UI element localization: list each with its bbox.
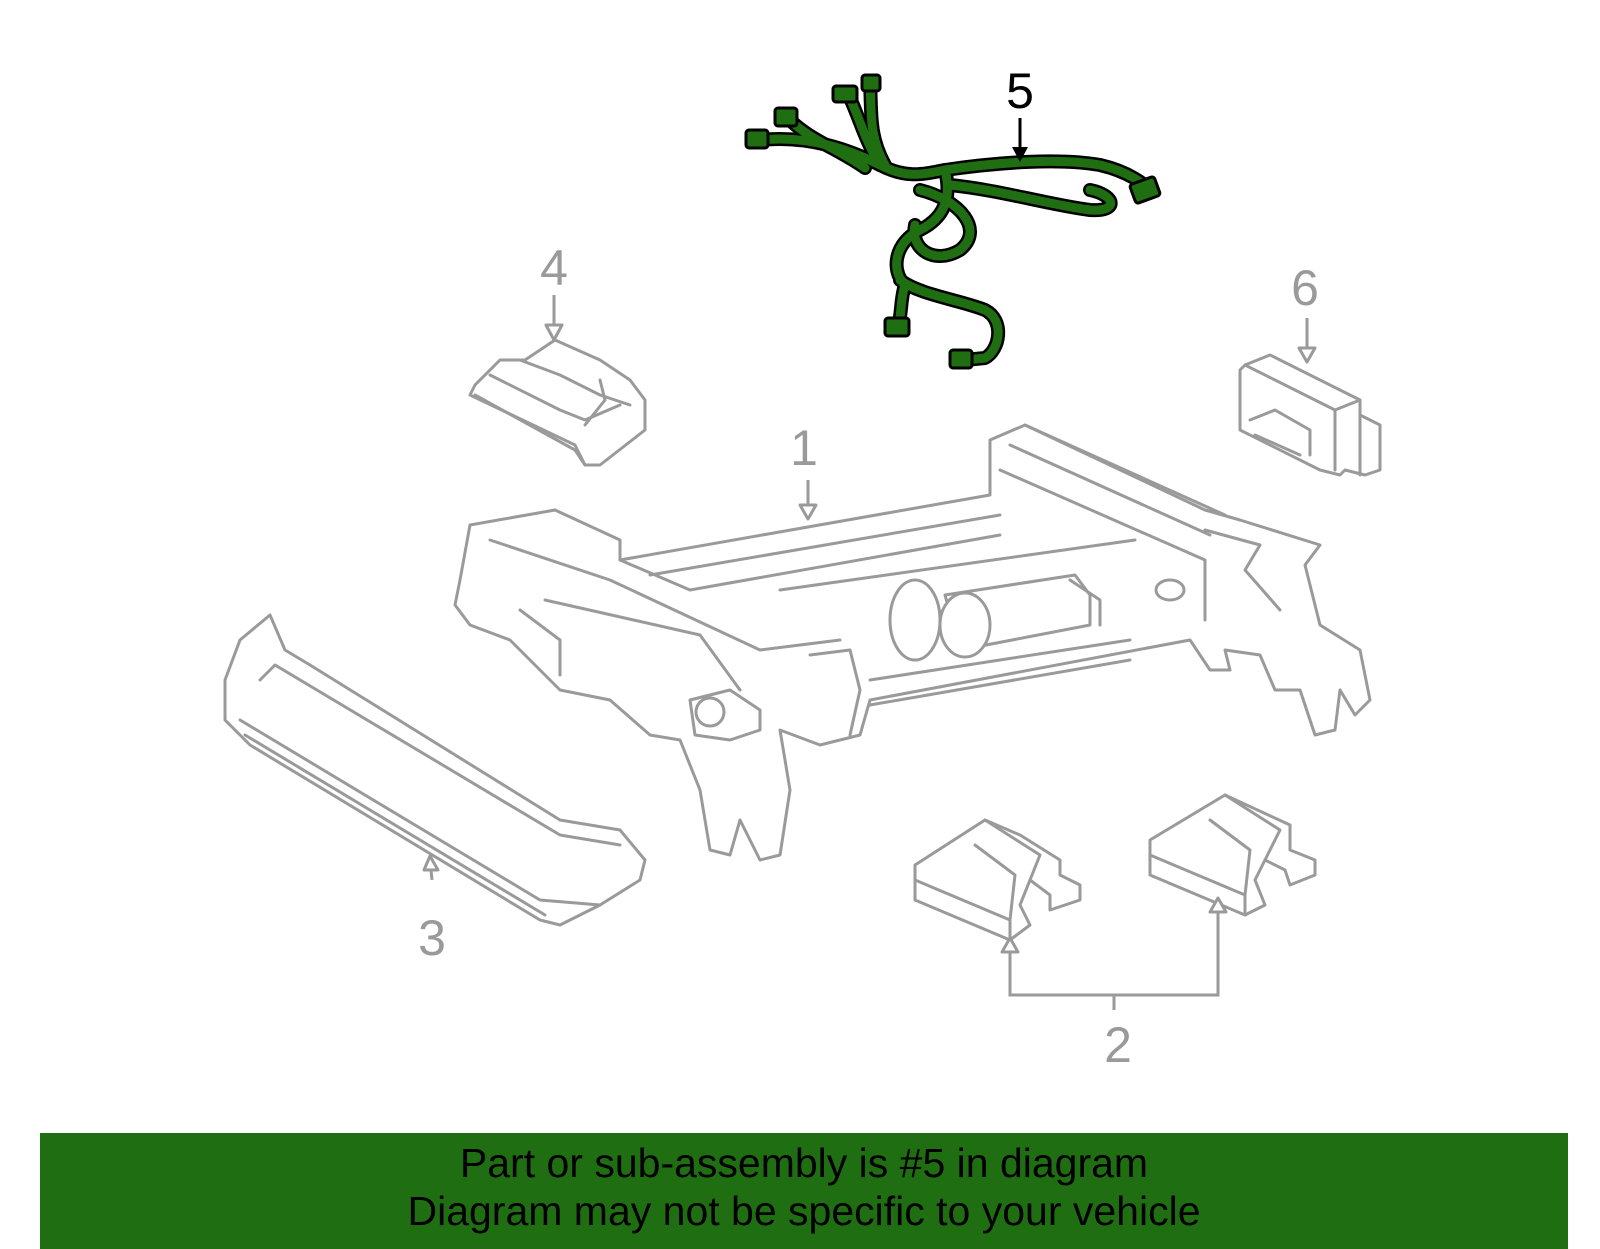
- arrowhead-2-left: [1000, 936, 1020, 954]
- banner-line-1: Part or sub-assembly is #5 in diagram: [459, 1140, 1149, 1186]
- part-2-bracket-left: [913, 818, 1082, 942]
- callout-2: 2: [1104, 1017, 1132, 1073]
- callout-3: 3: [418, 910, 446, 966]
- banner-line-2: Diagram may not be specific to your vehi…: [407, 1188, 1201, 1234]
- callout-4: 4: [540, 240, 568, 296]
- callout-6: 6: [1291, 260, 1319, 316]
- arrowhead-2-right: [1208, 896, 1228, 914]
- parts-diagram: 2 3 4 6 1: [223, 63, 1382, 1073]
- info-banner: Part or sub-assembly is #5 in diagram Di…: [40, 1133, 1568, 1249]
- arrowhead-3: [422, 854, 440, 872]
- part-6-control-module: [1238, 353, 1382, 477]
- part-4-switch-cover: [468, 338, 647, 467]
- part-1-seat-frame: [453, 423, 1372, 862]
- arrowhead-4: [544, 323, 564, 342]
- arrowhead-5: [1012, 147, 1028, 162]
- part-3-side-cover: [223, 613, 647, 927]
- arrowhead-6: [1297, 346, 1317, 364]
- part-2-bracket-right: [1148, 793, 1317, 917]
- callout-1: 1: [790, 420, 818, 476]
- arrowhead-1: [798, 503, 818, 521]
- part-5-wiring-harness: [744, 73, 1162, 370]
- callout-5: 5: [1006, 63, 1034, 119]
- leader-2: [1008, 900, 1220, 1010]
